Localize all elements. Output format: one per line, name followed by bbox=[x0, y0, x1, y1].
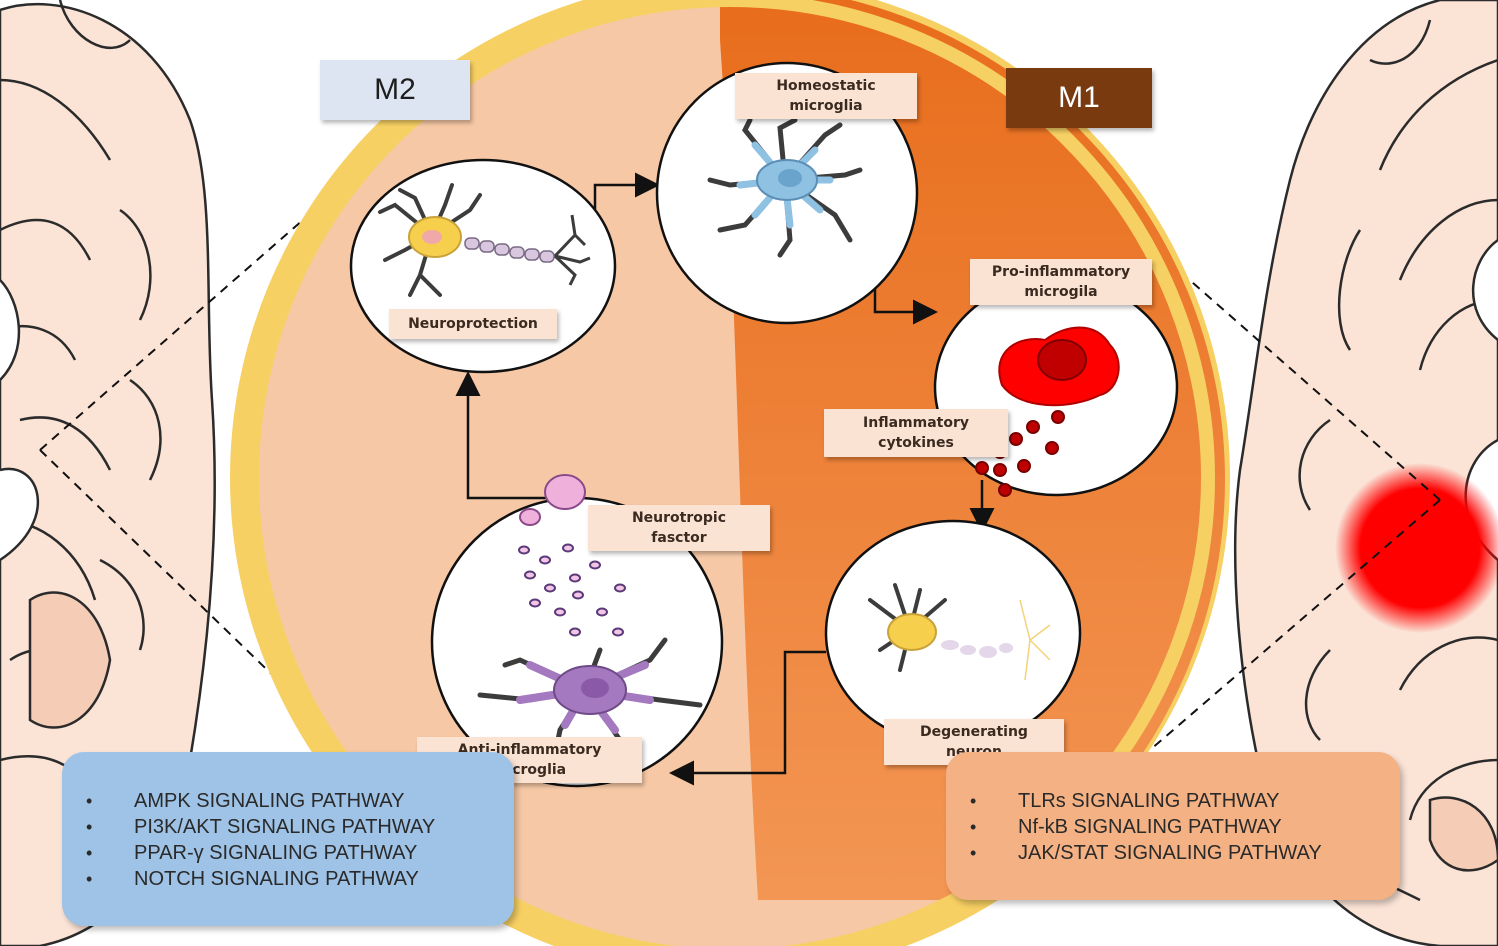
neuroprotection-circle bbox=[349, 158, 617, 374]
homeostatic-microglia-label: Homeostatic microglia bbox=[735, 73, 917, 119]
inflammatory-cytokines-label: Inflammatory cytokines bbox=[824, 409, 1008, 457]
homeostatic-microglia-text: Homeostatic microglia bbox=[776, 78, 876, 114]
left-brain-illustration bbox=[0, 0, 216, 946]
m1-tag: M1 bbox=[1006, 68, 1152, 128]
m1-pathways-panel: TLRs SIGNALING PATHWAY Nf-kB SIGNALING P… bbox=[946, 752, 1400, 900]
red-cell-icon bbox=[998, 326, 1120, 407]
neuron-icon bbox=[378, 183, 591, 297]
neurotropic-factor-label: Neurotropic fasctor bbox=[588, 505, 770, 551]
neuroprotection-text: Neuroprotection bbox=[408, 316, 538, 332]
m1-pathway-item: TLRs SIGNALING PATHWAY bbox=[946, 788, 1400, 814]
m2-pathway-item: NOTCH SIGNALING PATHWAY bbox=[62, 866, 514, 892]
m1-pathway-item: JAK/STAT SIGNALING PATHWAY bbox=[946, 840, 1400, 866]
degenerating-neuron-icon bbox=[868, 583, 1051, 681]
blue-microglia-icon bbox=[707, 117, 863, 258]
m2-pathway-item: PI3K/AKT SIGNALING PATHWAY bbox=[62, 814, 514, 840]
pink-vesicle-large bbox=[544, 474, 586, 510]
homeostatic-microglia-circle bbox=[655, 61, 919, 325]
neurotropic-dots bbox=[518, 543, 626, 637]
pro-inflammatory-circle bbox=[933, 277, 1179, 497]
m1-pathway-item: Nf-kB SIGNALING PATHWAY bbox=[946, 814, 1400, 840]
m2-pathways-panel: AMPK SIGNALING PATHWAY PI3K/AKT SIGNALIN… bbox=[62, 752, 514, 926]
m2-tag: M2 bbox=[320, 60, 470, 120]
degenerating-neuron-circle bbox=[824, 519, 1082, 747]
lesion-marker bbox=[1335, 463, 1498, 633]
pro-inflammatory-text: Pro-inflammatory microgila bbox=[991, 264, 1131, 300]
m1-pathways-list: TLRs SIGNALING PATHWAY Nf-kB SIGNALING P… bbox=[946, 788, 1400, 866]
inflammatory-cytokines-text: Inflammatory cytokines bbox=[863, 415, 969, 451]
neurotropic-factor-text: Neurotropic fasctor bbox=[631, 510, 727, 546]
m2-pathway-item: AMPK SIGNALING PATHWAY bbox=[62, 788, 514, 814]
m2-pathway-item: PPAR-γ SIGNALING PATHWAY bbox=[62, 840, 514, 866]
pro-inflammatory-label: Pro-inflammatory microgila bbox=[970, 259, 1152, 305]
pink-vesicle-small bbox=[519, 508, 541, 526]
m2-pathways-list: AMPK SIGNALING PATHWAY PI3K/AKT SIGNALIN… bbox=[62, 788, 514, 892]
neuroprotection-label: Neuroprotection bbox=[389, 309, 557, 339]
